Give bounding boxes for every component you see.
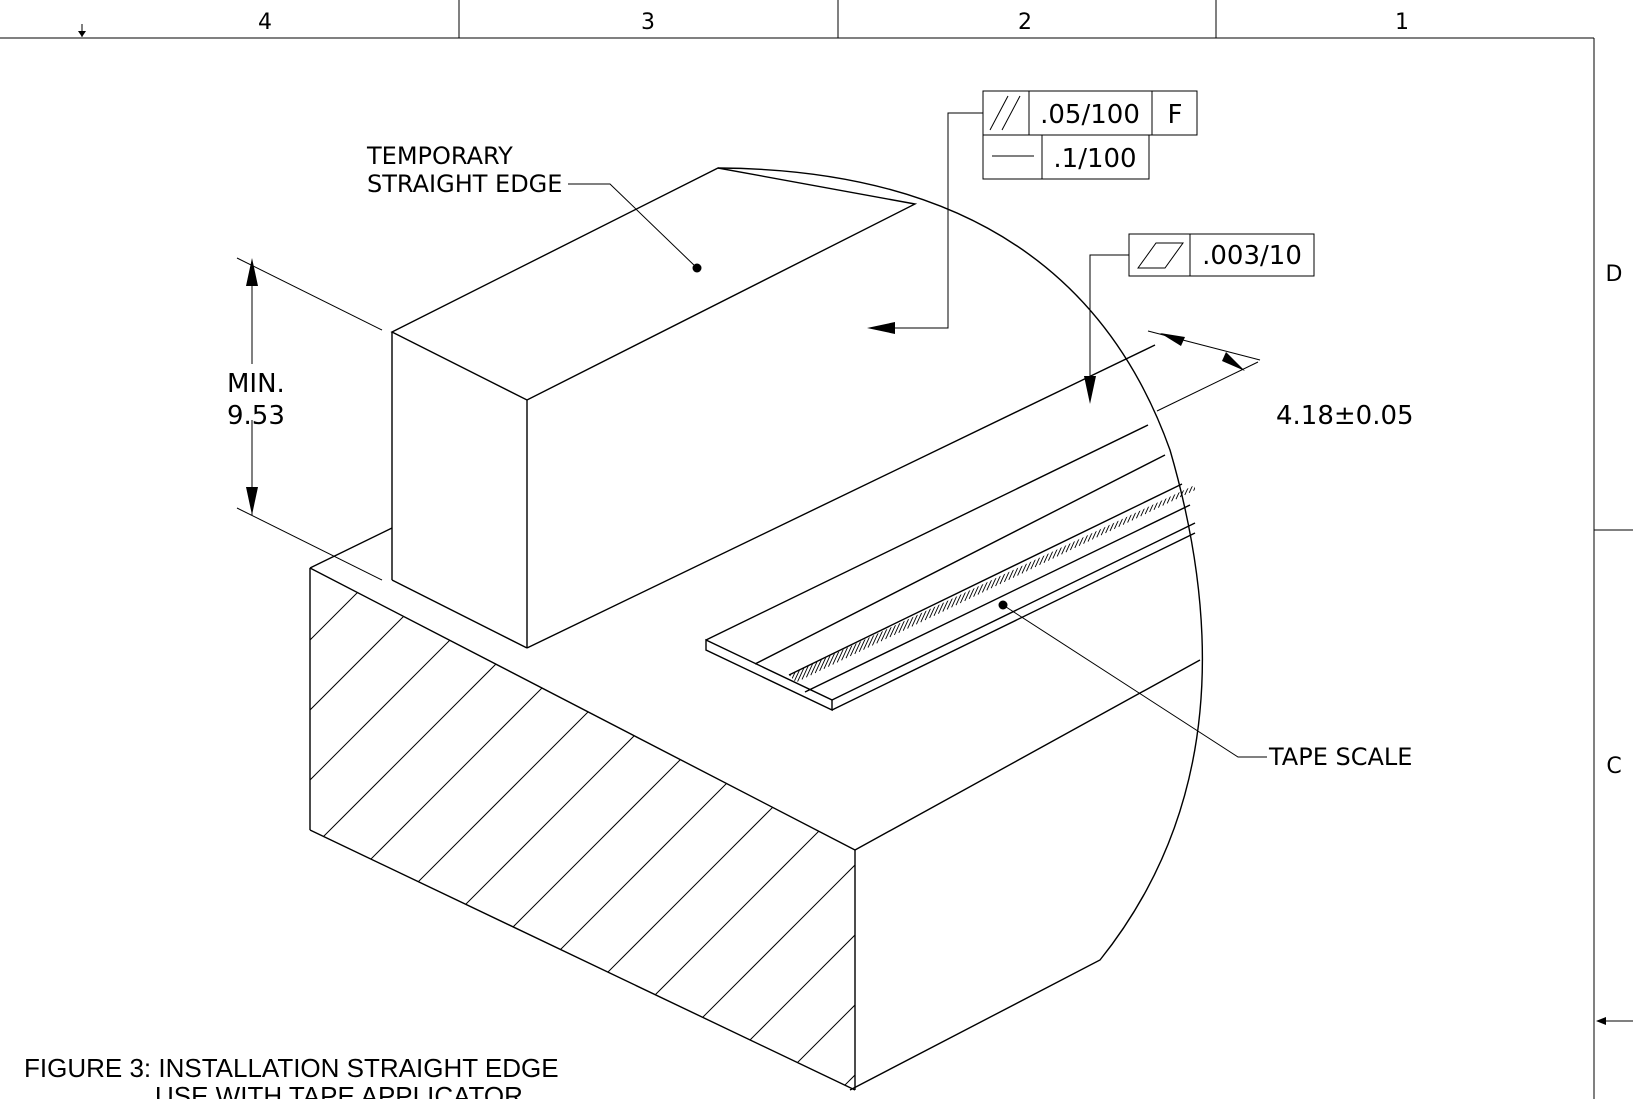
tape-hatch-line xyxy=(893,608,907,636)
tape-hatch-line xyxy=(876,617,890,644)
flatness-tolerance: .003/10 xyxy=(1202,241,1302,271)
tape-hatch-line xyxy=(898,606,912,633)
tape-hatch-line xyxy=(889,610,903,638)
tape-scale-hatch xyxy=(789,485,1195,691)
tape-hatch-line xyxy=(1179,485,1193,498)
tape-hatch-line xyxy=(836,636,850,663)
tape-hatch-line xyxy=(845,632,859,659)
tape-hatch-line xyxy=(801,653,815,680)
straight-edge-block xyxy=(390,167,1156,649)
flatness-icon xyxy=(1137,242,1184,269)
tape-hatch-line xyxy=(915,598,929,625)
tape-hatch-line xyxy=(854,627,868,655)
tape-hatch-line xyxy=(814,646,828,674)
tape-hatch-line xyxy=(797,655,811,682)
parallelism-icon xyxy=(989,95,1009,131)
tape-hatch-line xyxy=(911,600,925,627)
zone-row-labels: D C xyxy=(1606,262,1623,779)
tape-hatch-line xyxy=(858,625,872,653)
figure-caption-line-1: FIGURE 3: INSTALLATION STRAIGHT EDGE xyxy=(24,1053,559,1083)
parallelism-datum: F xyxy=(1168,100,1183,130)
tape-hatch-line xyxy=(819,644,833,672)
dimension-min-value: 9.53 xyxy=(227,401,285,431)
zone-row-d: D xyxy=(1606,262,1623,287)
zone-column-4: 4 xyxy=(258,10,272,35)
section-hatch xyxy=(310,568,855,1090)
leader-tape-scale xyxy=(998,600,1267,758)
fcf-straightness xyxy=(982,134,1150,180)
tape-hatch-line xyxy=(924,593,938,621)
tape-hatch-line xyxy=(792,657,806,684)
zone-row-c: C xyxy=(1606,754,1621,779)
tape-hatch-line xyxy=(810,648,824,676)
zone-column-2: 2 xyxy=(1018,10,1032,35)
callout-tape-scale: TAPE SCALE xyxy=(1268,743,1412,771)
tape-hatch-line xyxy=(867,621,881,648)
zone-column-1: 1 xyxy=(1395,10,1409,35)
tape-hatch-line xyxy=(907,602,921,629)
dimension-min-height xyxy=(236,257,383,581)
tape-hatch-line xyxy=(942,585,956,612)
tape-hatch-line xyxy=(849,629,863,657)
tape-hatch-line xyxy=(951,581,965,608)
tape-hatch-line xyxy=(841,634,855,661)
tape-hatch-line xyxy=(933,589,947,616)
zone-column-3: 3 xyxy=(641,10,655,35)
dimension-width-value: 4.18±0.05 xyxy=(1276,401,1414,431)
tape-hatch-line xyxy=(805,651,819,678)
tape-strip xyxy=(705,424,1196,712)
zone-column-labels: 4 3 2 1 xyxy=(258,10,1409,35)
tape-hatch-line xyxy=(789,661,797,689)
tape-hatch-line xyxy=(1188,485,1195,494)
callout-straight-edge: STRAIGHT EDGE xyxy=(367,170,562,198)
tape-hatch-line xyxy=(929,591,943,619)
tape-hatch-line xyxy=(885,612,899,640)
detail-boundary-arc xyxy=(717,167,1204,1091)
leader-parallelism xyxy=(867,112,983,334)
tape-hatch-line xyxy=(880,615,894,642)
parallelism-tolerance: .05/100 xyxy=(1040,100,1140,130)
leader-temporary-straight-edge xyxy=(568,183,702,273)
tape-hatch-line xyxy=(1184,485,1195,496)
base-block xyxy=(309,527,1201,1091)
tape-hatch-line xyxy=(920,595,934,623)
tape-hatch-line xyxy=(946,583,960,610)
figure-caption-line-2: USE WITH TAPE APPLICATOR xyxy=(155,1081,523,1099)
dimension-width xyxy=(1147,330,1261,412)
tape-hatch-line xyxy=(937,587,951,614)
dimension-min-label: MIN. xyxy=(227,369,285,399)
callout-temporary: TEMPORARY xyxy=(366,142,513,170)
tape-hatch-line xyxy=(871,619,885,646)
tape-hatch-line xyxy=(863,623,877,650)
tape-hatch-line xyxy=(1193,485,1195,491)
leader-flatness xyxy=(1084,254,1129,404)
straightness-tolerance: .1/100 xyxy=(1053,144,1136,174)
tape-hatch-line xyxy=(902,604,916,631)
